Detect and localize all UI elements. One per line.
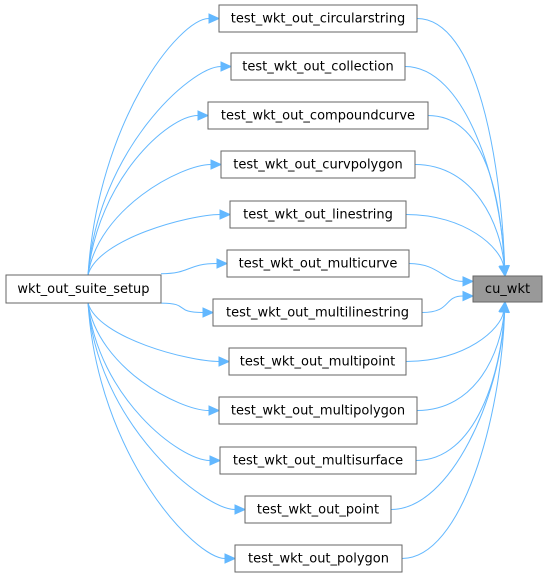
node-label: test_wkt_out_compoundcurve bbox=[221, 109, 415, 124]
node-test-wkt-out-multicurve[interactable]: test_wkt_out_multicurve bbox=[226, 249, 410, 278]
node-label: wkt_out_suite_setup bbox=[17, 282, 149, 297]
edge-setup-to-test bbox=[87, 115, 199, 276]
edge-arrowhead bbox=[218, 356, 231, 367]
edge-arrowhead bbox=[202, 307, 215, 318]
edge-arrowhead bbox=[498, 264, 509, 278]
node-label: test_wkt_out_multipoint bbox=[240, 355, 395, 370]
node-test-wkt-out-collection[interactable]: test_wkt_out_collection bbox=[230, 52, 406, 81]
edge-test-to-cu-wkt bbox=[416, 18, 506, 267]
edge-setup-to-test bbox=[87, 302, 211, 461]
edges-layer bbox=[87, 13, 510, 564]
node-test-wkt-out-multipoint[interactable]: test_wkt_out_multipoint bbox=[228, 347, 407, 376]
edge-arrowhead bbox=[462, 290, 475, 302]
edge-arrowhead bbox=[234, 504, 247, 515]
edge-test-to-cu-wkt bbox=[414, 164, 505, 267]
node-test-wkt-out-multipolygon[interactable]: test_wkt_out_multipolygon bbox=[218, 396, 418, 425]
node-test-wkt-out-circularstring[interactable]: test_wkt_out_circularstring bbox=[218, 4, 418, 33]
edge-arrowhead bbox=[197, 110, 210, 121]
edge-test-to-cu-wkt bbox=[427, 115, 505, 267]
node-test-wkt-out-multisurface[interactable]: test_wkt_out_multisurface bbox=[219, 446, 417, 475]
node-wkt-out-suite-setup[interactable]: wkt_out_suite_setup bbox=[5, 274, 162, 304]
edge-setup-to-test bbox=[87, 66, 222, 276]
edge-setup-to-test bbox=[87, 302, 226, 559]
edge-arrowhead bbox=[209, 455, 222, 466]
edge-setup-to-test bbox=[87, 18, 210, 276]
edge-test-to-cu-wkt bbox=[421, 295, 464, 313]
edge-test-to-cu-wkt bbox=[401, 311, 506, 559]
node-label: test_wkt_out_collection bbox=[242, 60, 393, 75]
node-label: test_wkt_out_linestring bbox=[243, 208, 393, 223]
edge-setup-to-test bbox=[160, 263, 218, 275]
edge-arrowhead bbox=[219, 209, 232, 220]
edge-setup-to-test bbox=[87, 214, 221, 276]
edge-arrowhead bbox=[208, 405, 221, 416]
node-label: test_wkt_out_point bbox=[257, 503, 379, 518]
node-label: test_wkt_out_multicurve bbox=[239, 257, 398, 272]
edge-setup-to-test bbox=[160, 302, 204, 313]
node-test-wkt-out-polygon[interactable]: test_wkt_out_polygon bbox=[234, 544, 403, 573]
node-label: cu_wkt bbox=[485, 282, 530, 297]
edge-arrowhead bbox=[499, 300, 510, 313]
node-cu-wkt[interactable]: cu_wkt bbox=[472, 275, 543, 303]
node-test-wkt-out-compoundcurve[interactable]: test_wkt_out_compoundcurve bbox=[207, 101, 429, 130]
node-label: test_wkt_out_multisurface bbox=[233, 454, 403, 469]
node-label: test_wkt_out_polygon bbox=[248, 552, 389, 567]
edge-setup-to-test bbox=[87, 302, 220, 362]
node-test-wkt-out-point[interactable]: test_wkt_out_point bbox=[244, 495, 392, 524]
node-label: test_wkt_out_multilinestring bbox=[226, 306, 409, 321]
edge-arrowhead bbox=[216, 258, 229, 269]
node-test-wkt-out-curvpolygon[interactable]: test_wkt_out_curvpolygon bbox=[220, 150, 416, 179]
edge-arrowhead bbox=[210, 159, 223, 170]
edge-arrowhead bbox=[224, 553, 237, 564]
node-test-wkt-out-linestring[interactable]: test_wkt_out_linestring bbox=[229, 200, 407, 229]
edge-arrowhead bbox=[208, 13, 221, 24]
edge-test-to-cu-wkt bbox=[405, 311, 505, 362]
edge-test-to-cu-wkt bbox=[390, 311, 506, 510]
edge-setup-to-test bbox=[87, 164, 212, 276]
edge-setup-to-test bbox=[87, 302, 210, 411]
node-label: test_wkt_out_circularstring bbox=[231, 12, 405, 27]
node-test-wkt-out-multilinestring[interactable]: test_wkt_out_multilinestring bbox=[212, 298, 423, 327]
edge-arrowhead bbox=[220, 61, 233, 72]
edge-test-to-cu-wkt bbox=[408, 263, 464, 282]
edge-test-to-cu-wkt bbox=[405, 214, 505, 267]
node-label: test_wkt_out_curvpolygon bbox=[233, 158, 402, 173]
node-label: test_wkt_out_multipolygon bbox=[231, 404, 405, 419]
edge-arrowhead bbox=[462, 276, 475, 287]
edge-test-to-cu-wkt bbox=[416, 311, 505, 411]
edge-setup-to-test bbox=[87, 302, 236, 510]
edge-test-to-cu-wkt bbox=[404, 66, 506, 267]
